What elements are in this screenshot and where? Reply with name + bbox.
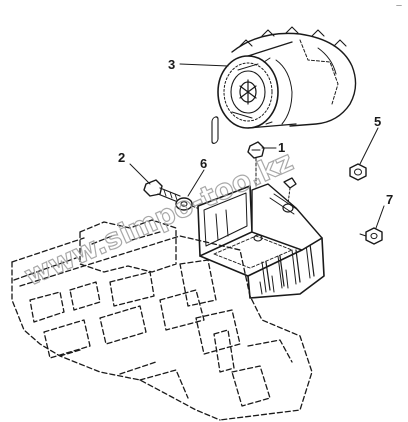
compressor-unit (217, 26, 357, 129)
callout-1: 1 (278, 140, 285, 155)
nut-part-7 (359, 227, 383, 245)
mounting-bracket (197, 116, 325, 299)
bolt-part-2 (143, 179, 181, 203)
callout-3: 3 (168, 57, 175, 72)
leader-lines (129, 63, 385, 229)
corner-mark: — (396, 2, 402, 9)
callout-2: 2 (118, 150, 125, 165)
engine-block (11, 219, 313, 421)
nut-part-5 (349, 163, 367, 181)
callout-5: 5 (374, 114, 381, 129)
callout-6: 6 (200, 156, 207, 171)
callout-7: 7 (386, 192, 393, 207)
